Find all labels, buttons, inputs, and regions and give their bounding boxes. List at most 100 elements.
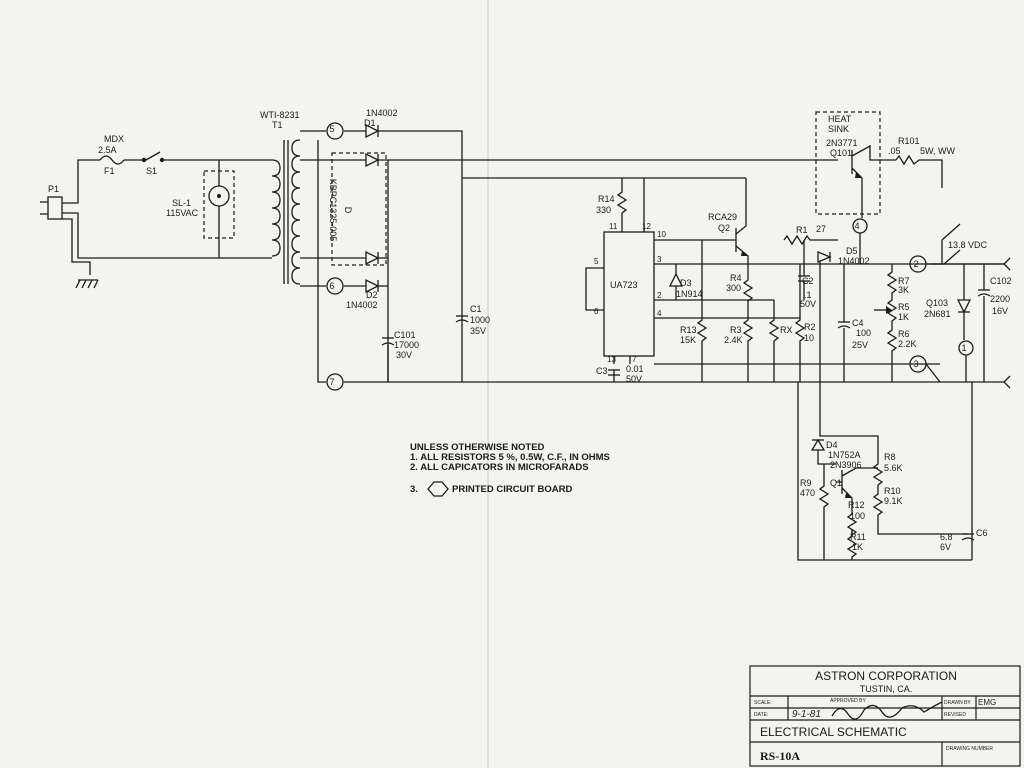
ic-ua723 [603, 231, 655, 357]
label-bridge-letter: D [343, 207, 353, 214]
ic-pin-7: 7 [632, 355, 637, 364]
label-r5-value: 1K [898, 312, 909, 322]
label-s1: S1 [146, 166, 157, 176]
ic-pin-11: 11 [609, 222, 618, 231]
label-d2: D2 [366, 290, 378, 300]
notes-heading: UNLESS OTHERWISE NOTED [410, 442, 545, 453]
label-c4-value: 100 [856, 328, 871, 338]
label-q101-part: 2N3771 [826, 138, 858, 148]
label-fuse-rating: 2.5A [98, 145, 117, 155]
label-c4-rating: 25V [852, 340, 868, 350]
capacitor-c6 [961, 533, 975, 541]
resistor-rx [768, 300, 780, 382]
pcb-pad-7-number: 7 [329, 377, 334, 387]
scr-q103 [956, 264, 972, 340]
output-terminal-positive[interactable] [1003, 257, 1011, 271]
label-r7: R7 [898, 276, 910, 286]
label-r6-value: 2.2K [898, 339, 917, 349]
label-d1-part: 1N4002 [366, 108, 398, 118]
ac-plug-p1 [40, 159, 272, 275]
pcb-pad-6-number: 6 [329, 281, 334, 291]
label-c1-value: 1000 [470, 315, 490, 325]
label-c6-value: 6.8 [940, 532, 953, 542]
capacitor-c3 [608, 369, 620, 382]
label-r13: R13 [680, 325, 697, 335]
revised-label: REVISED [944, 712, 966, 718]
scale-label: SCALE: [754, 700, 772, 706]
resistor-r8 [872, 460, 884, 488]
resistor-r2 [794, 264, 806, 382]
label-r101-value: .05 [888, 146, 901, 156]
heat-sink-box [815, 111, 881, 215]
company-city: TUSTIN, CA. [860, 684, 913, 694]
label-t1: T1 [272, 120, 283, 130]
label-c101-rating: 30V [396, 350, 412, 360]
ground-symbol-icon [75, 279, 99, 289]
label-r8-value: 5.6K [884, 463, 903, 473]
resistor-r3 [742, 300, 754, 382]
transformer-t1 [271, 139, 301, 285]
potentiometer-r5 [874, 296, 898, 324]
label-sl1-voltage: 115VAC [166, 208, 199, 218]
label-q101: Q101 [830, 148, 852, 158]
resistor-r7 [886, 264, 898, 296]
notes-line-3-text: PRINTED CIRCUIT BOARD [452, 484, 572, 495]
drawn-by-value: EMG [978, 698, 996, 707]
label-r10-value: 9.1K [884, 496, 903, 506]
notes-line-3-number: 3. [410, 484, 418, 495]
label-r4: R4 [730, 273, 742, 283]
label-r101: R101 [898, 136, 920, 146]
ic-pin-10: 10 [657, 230, 666, 239]
company-name: ASTRON CORPORATION [815, 669, 957, 683]
label-c101-value: 17000 [394, 340, 419, 350]
switch-s1 [141, 151, 272, 163]
label-c2: C2 [802, 276, 814, 286]
label-r9-value: 470 [800, 488, 815, 498]
approval-signature [831, 701, 943, 720]
resistor-r11 [846, 530, 858, 560]
label-d5: D5 [846, 246, 858, 256]
output-terminal-negative[interactable] [1003, 375, 1011, 389]
label-r4-value: 300 [726, 283, 741, 293]
label-r7-value: 3K [898, 285, 909, 295]
label-r9: R9 [800, 478, 812, 488]
label-c2-rating: 50V [800, 299, 816, 309]
label-sl1: SL-1 [172, 198, 191, 208]
label-c102-rating: 16V [992, 306, 1008, 316]
label-heat: HEAT [828, 114, 852, 124]
label-c1: C1 [470, 304, 482, 314]
label-q1-part: 2N3906 [830, 460, 862, 470]
capacitor-c102 [977, 264, 991, 382]
diode-d1 [365, 123, 463, 382]
capacitor-c101 [381, 337, 395, 382]
transistor-q101 [851, 144, 896, 218]
label-p1: P1 [48, 184, 59, 194]
zener-d4 [810, 438, 836, 465]
label-r12-value: 100 [850, 511, 865, 521]
diode-d5 [817, 251, 832, 263]
pcb-pad-7 [326, 373, 344, 391]
resistor-r9 [818, 464, 830, 560]
label-c102-value: 2200 [990, 294, 1010, 304]
model-number: RS-10A [760, 749, 800, 763]
label-r1-value: 27 [816, 224, 826, 234]
label-transformer: WTI-8231 [260, 110, 300, 120]
label-r6: R6 [898, 329, 910, 339]
drawn-label: DRAWN BY [944, 700, 971, 706]
pcb-pad-2-number: 2 [913, 259, 918, 269]
pcb-pad-3-number: 3 [913, 359, 918, 369]
date-label: DATE: [754, 712, 768, 718]
label-r10: R10 [884, 486, 901, 496]
label-output-voltage: 13.8 VDC [948, 240, 988, 250]
label-c4: C4 [852, 318, 864, 328]
label-f1: F1 [104, 166, 115, 176]
label-r2: R2 [804, 322, 816, 332]
ic-pin-13: 13 [607, 355, 616, 364]
label-q103-part: 2N681 [924, 309, 951, 319]
resistor-r101 [895, 154, 943, 188]
label-r11: R11 [850, 532, 866, 542]
label-mdx: MDX [104, 134, 124, 144]
pcb-pad-5 [326, 122, 344, 140]
label-ic: UA723 [610, 280, 638, 290]
